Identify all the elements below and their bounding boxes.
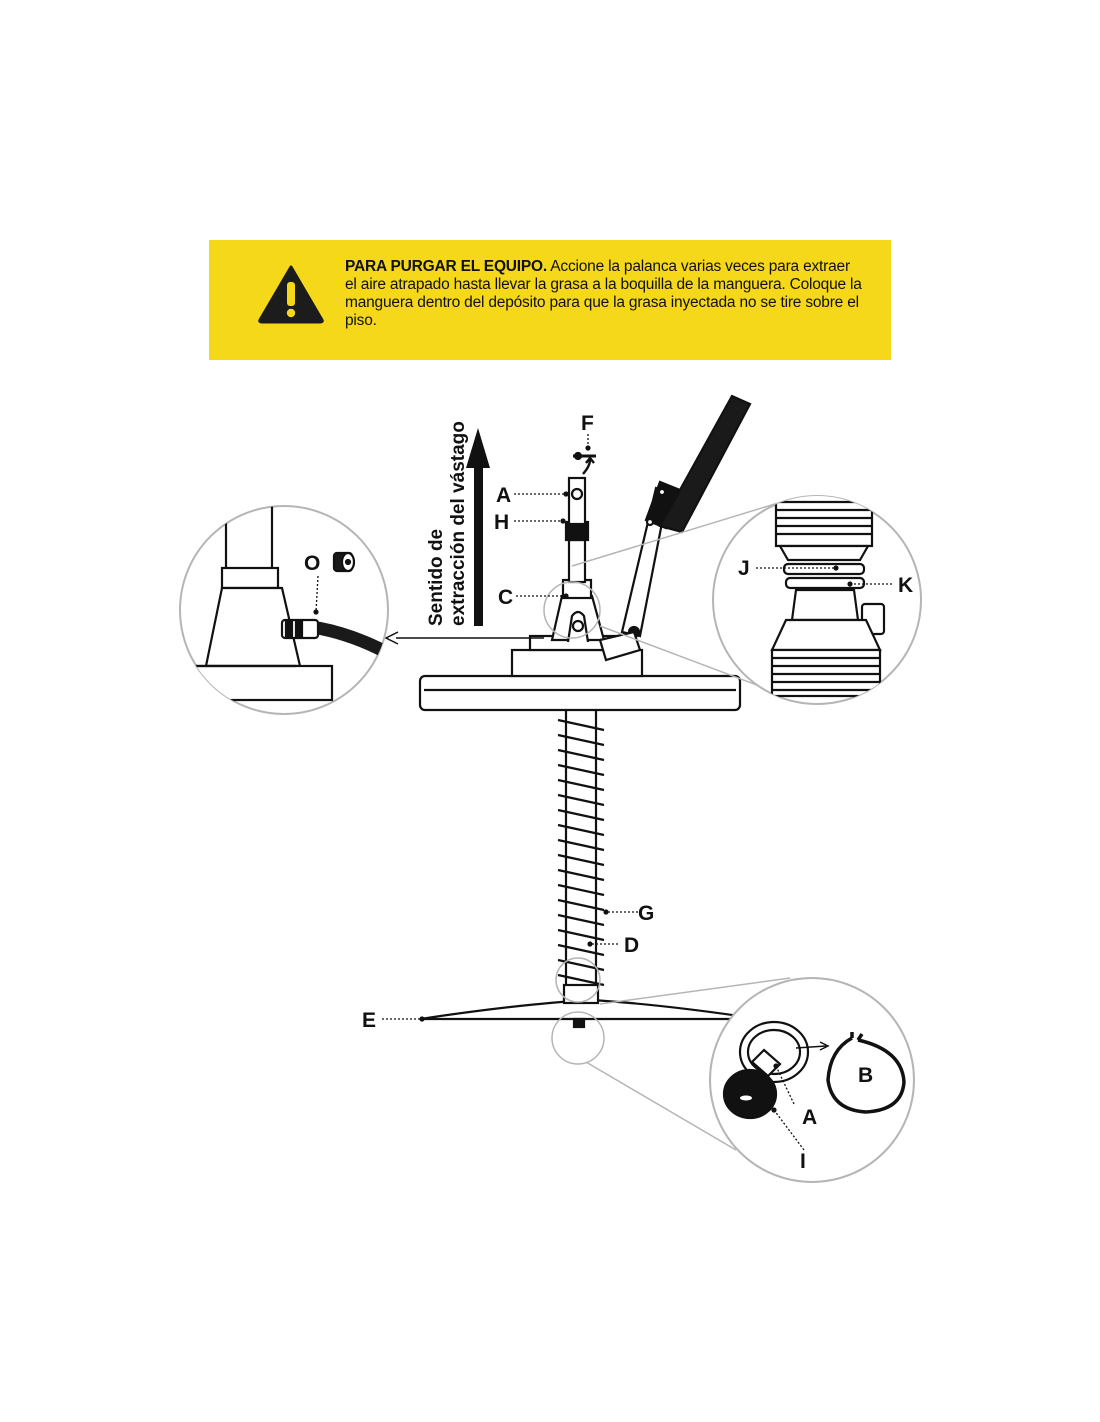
label-c: C [498, 586, 513, 609]
right-callout-zoom-lines [543, 499, 789, 691]
label-j: J [738, 557, 750, 580]
label-k: K [898, 574, 913, 597]
shaft-tip [572, 1017, 586, 1029]
right-callout [712, 495, 922, 705]
label-f: F [581, 412, 594, 435]
leader-lines [315, 434, 892, 1151]
label-a: A [496, 484, 511, 507]
label-d: D [624, 934, 639, 957]
left-callout-arrow [384, 631, 544, 645]
label-g: G [638, 902, 654, 925]
lever-handle [658, 394, 752, 534]
label-b: B [858, 1064, 873, 1087]
label-a-detail: A [802, 1106, 817, 1129]
label-i: I [800, 1150, 806, 1173]
direction-label-line2: extracción del vástago [448, 421, 469, 626]
warning-triangle-icon [258, 265, 324, 324]
warning-banner: PARA PURGAR EL EQUIPO. Accione la palanc… [209, 240, 891, 360]
bottom-callout [709, 977, 915, 1183]
left-callout [179, 505, 389, 715]
warning-body: Accione la palanca varias veces para ext… [345, 258, 862, 329]
pump-assembly [418, 394, 761, 1029]
warning-title: PARA PURGAR EL EQUIPO. [345, 258, 548, 275]
label-h: H [494, 511, 509, 534]
rod-top [567, 476, 587, 526]
warning-text: PARA PURGAR EL EQUIPO. Accione la palanc… [345, 258, 865, 330]
spring [557, 718, 605, 987]
leader-dots [313, 445, 853, 1113]
pump-rod [567, 538, 587, 584]
pump-lid [418, 674, 742, 712]
extraction-direction-arrow [466, 428, 490, 626]
label-e: E [362, 1009, 376, 1032]
label-o: O [304, 552, 320, 575]
bottom-callout-zoom-lines [551, 957, 791, 1151]
direction-label-line1: Sentido de [426, 529, 447, 626]
